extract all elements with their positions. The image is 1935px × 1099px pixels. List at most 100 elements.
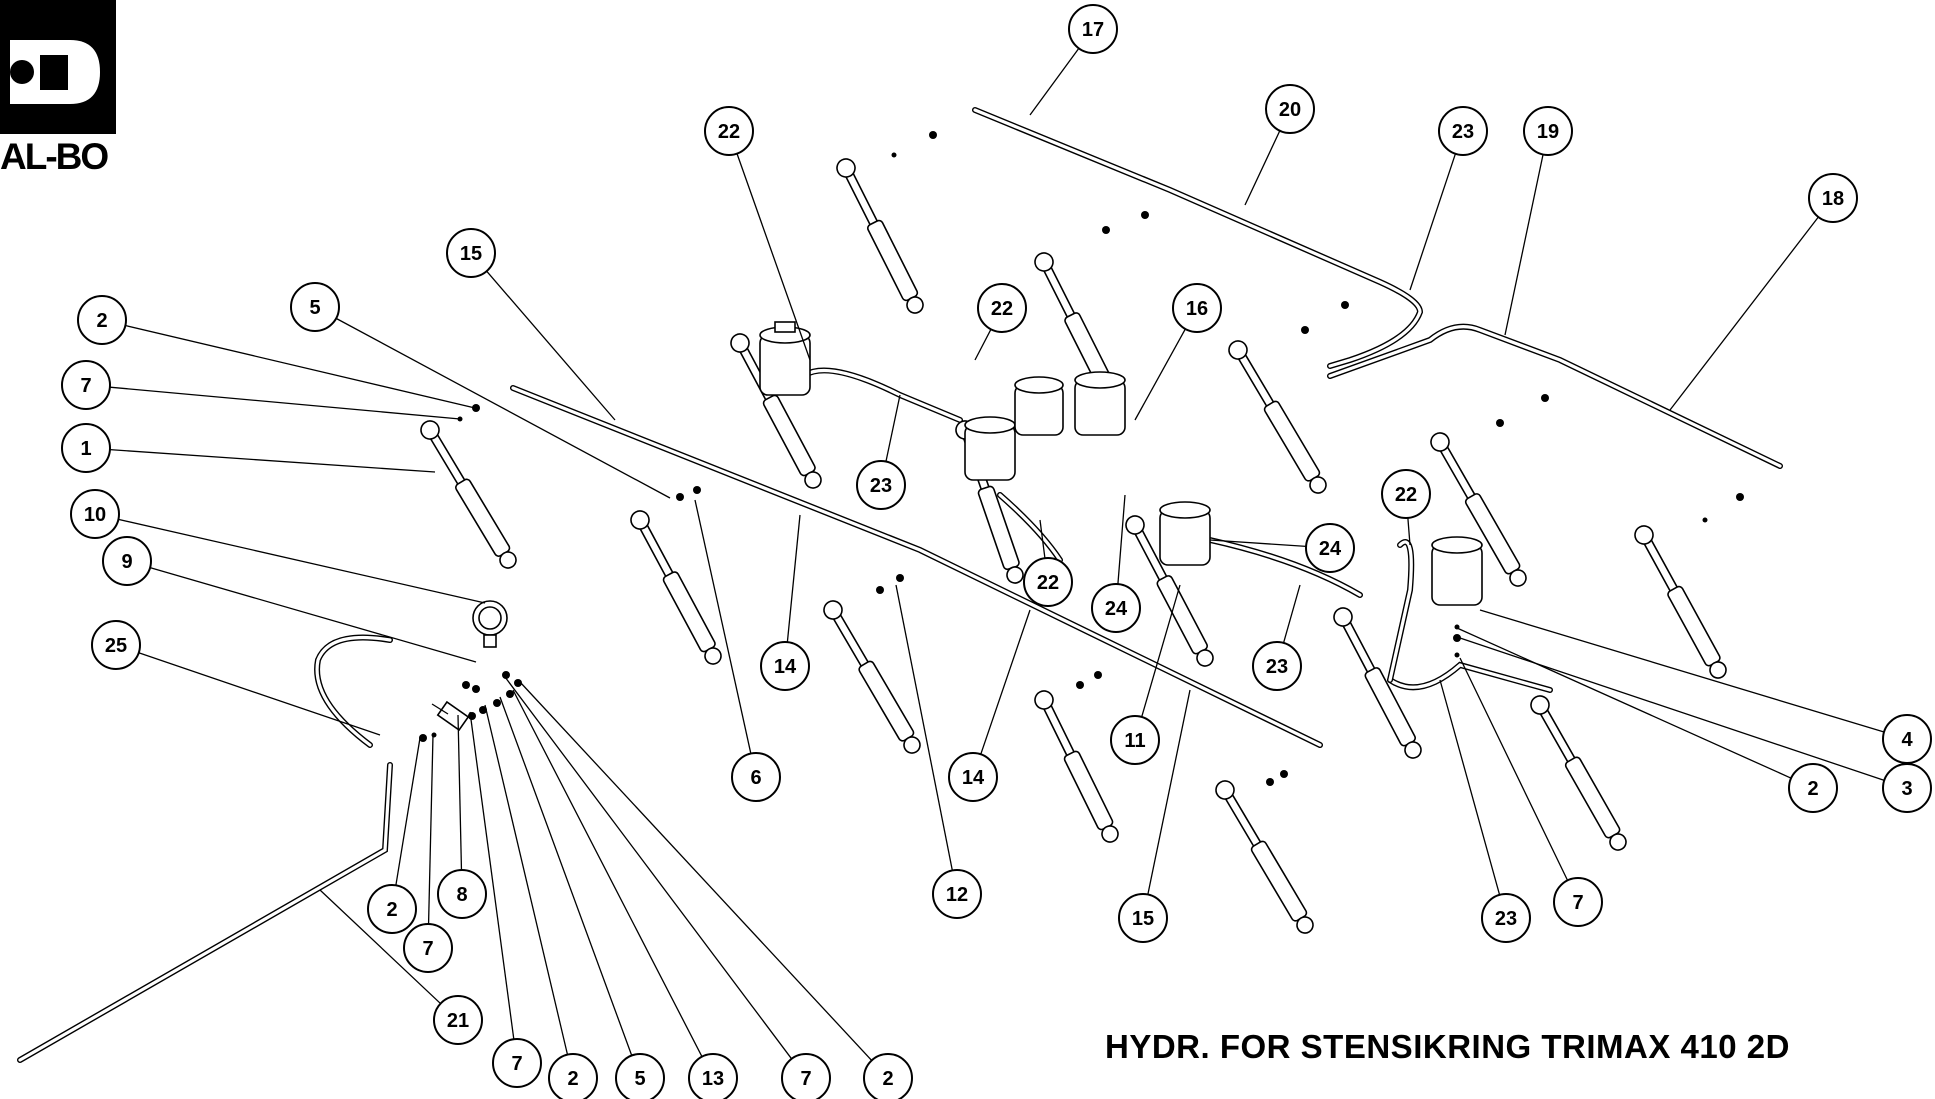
callout-9: 9 bbox=[102, 536, 152, 586]
leader-line bbox=[149, 567, 477, 663]
callout-circle bbox=[1110, 715, 1160, 765]
callout-label: 7 bbox=[422, 938, 433, 960]
callout-17: 17 bbox=[1068, 4, 1118, 54]
hydraulic-cylinder bbox=[420, 420, 517, 569]
pipe-23-center bbox=[802, 367, 1553, 693]
callout-circle bbox=[367, 884, 417, 934]
callout-circle bbox=[615, 1053, 665, 1099]
leader-line bbox=[1504, 154, 1544, 336]
callout-label: 4 bbox=[1901, 729, 1913, 751]
callout-7: 7 bbox=[781, 1053, 831, 1099]
callout-22: 22 bbox=[1023, 557, 1073, 607]
leader-line bbox=[335, 317, 671, 499]
callout-8: 8 bbox=[437, 869, 487, 919]
callout-label: 15 bbox=[460, 243, 482, 265]
callout-2: 2 bbox=[548, 1053, 598, 1099]
callout-22: 22 bbox=[704, 106, 754, 156]
callout-7: 7 bbox=[61, 360, 111, 410]
callout-23: 23 bbox=[1481, 893, 1531, 943]
callout-label: 23 bbox=[1495, 908, 1517, 930]
callout-24: 24 bbox=[1091, 583, 1141, 633]
hydraulic-cylinder bbox=[1634, 525, 1727, 679]
callout-label: 1 bbox=[80, 438, 91, 460]
callout-circle bbox=[1882, 763, 1932, 813]
leader-lines bbox=[109, 47, 1885, 1061]
callout-label: 13 bbox=[702, 1068, 724, 1090]
callout-label: 23 bbox=[870, 475, 892, 497]
callout-label: 20 bbox=[1279, 99, 1301, 121]
callout-circle bbox=[1172, 283, 1222, 333]
leader-line bbox=[736, 153, 811, 361]
callout-circle bbox=[77, 295, 127, 345]
leader-line bbox=[427, 734, 434, 925]
callout-label: 8 bbox=[456, 884, 467, 906]
callout-22: 22 bbox=[977, 283, 1027, 333]
callout-circle bbox=[1068, 4, 1118, 54]
callout-25: 25 bbox=[91, 620, 141, 670]
hydraulic-cylinder bbox=[630, 510, 722, 665]
callout-24: 24 bbox=[1305, 523, 1355, 573]
callout-circle bbox=[290, 282, 340, 332]
callout-label: 21 bbox=[447, 1010, 469, 1032]
leader-line bbox=[499, 696, 633, 1056]
fittings bbox=[419, 131, 1744, 786]
leader-line bbox=[1439, 679, 1501, 896]
callout-circle bbox=[437, 869, 487, 919]
hydraulic-cylinder bbox=[1215, 780, 1314, 934]
callout-label: 22 bbox=[1037, 572, 1059, 594]
leader-line bbox=[125, 324, 476, 409]
callout-circle bbox=[1252, 641, 1302, 691]
callout-circle bbox=[1265, 84, 1315, 134]
callout-5: 5 bbox=[290, 282, 340, 332]
callout-label: 5 bbox=[634, 1068, 645, 1090]
accumulator-center-1 bbox=[964, 416, 1016, 481]
callout-1: 1 bbox=[61, 423, 111, 473]
leader-line bbox=[1407, 517, 1411, 546]
callout-circle bbox=[1305, 523, 1355, 573]
leader-line bbox=[109, 386, 461, 420]
leader-line bbox=[484, 704, 569, 1055]
callout-14: 14 bbox=[760, 641, 810, 691]
leader-line bbox=[895, 584, 953, 871]
hydraulic-cylinder bbox=[1228, 340, 1327, 494]
callout-11: 11 bbox=[1110, 715, 1160, 765]
leader-line bbox=[786, 514, 801, 643]
callout-circle bbox=[61, 423, 111, 473]
leader-line bbox=[1459, 657, 1569, 881]
callout-circle bbox=[948, 752, 998, 802]
callout-13: 13 bbox=[688, 1053, 738, 1099]
leader-line bbox=[519, 681, 873, 1061]
callout-label: 7 bbox=[1572, 892, 1583, 914]
callout-19: 19 bbox=[1523, 106, 1573, 156]
hydraulic-cylinder bbox=[1125, 515, 1214, 667]
callout-label: 22 bbox=[1395, 484, 1417, 506]
hydraulic-cylinder bbox=[836, 158, 924, 314]
callout-7: 7 bbox=[403, 923, 453, 973]
leader-line bbox=[1134, 328, 1186, 421]
callout-label: 2 bbox=[386, 899, 397, 921]
leader-line bbox=[1282, 584, 1301, 644]
callout-label: 18 bbox=[1822, 188, 1844, 210]
callout-label: 14 bbox=[962, 767, 985, 789]
callout-2: 2 bbox=[367, 884, 417, 934]
callout-label: 5 bbox=[309, 297, 320, 319]
leader-line bbox=[138, 652, 381, 736]
callout-circle bbox=[1788, 763, 1838, 813]
accumulator-center-2 bbox=[1014, 376, 1064, 436]
hydraulic-cylinder bbox=[1530, 695, 1627, 851]
valve-block bbox=[431, 700, 470, 732]
callout-15: 15 bbox=[1118, 893, 1168, 943]
callout-10: 10 bbox=[70, 489, 120, 539]
callout-7: 7 bbox=[492, 1038, 542, 1088]
hydraulic-cylinder bbox=[1430, 432, 1527, 587]
leader-line bbox=[1479, 609, 1885, 733]
callout-4: 4 bbox=[1882, 714, 1932, 764]
callout-label: 7 bbox=[80, 375, 91, 397]
callout-2: 2 bbox=[1788, 763, 1838, 813]
callout-5: 5 bbox=[615, 1053, 665, 1099]
hydraulic-cylinder bbox=[1333, 607, 1422, 759]
callout-label: 3 bbox=[1901, 778, 1912, 800]
leader-line bbox=[885, 394, 901, 462]
